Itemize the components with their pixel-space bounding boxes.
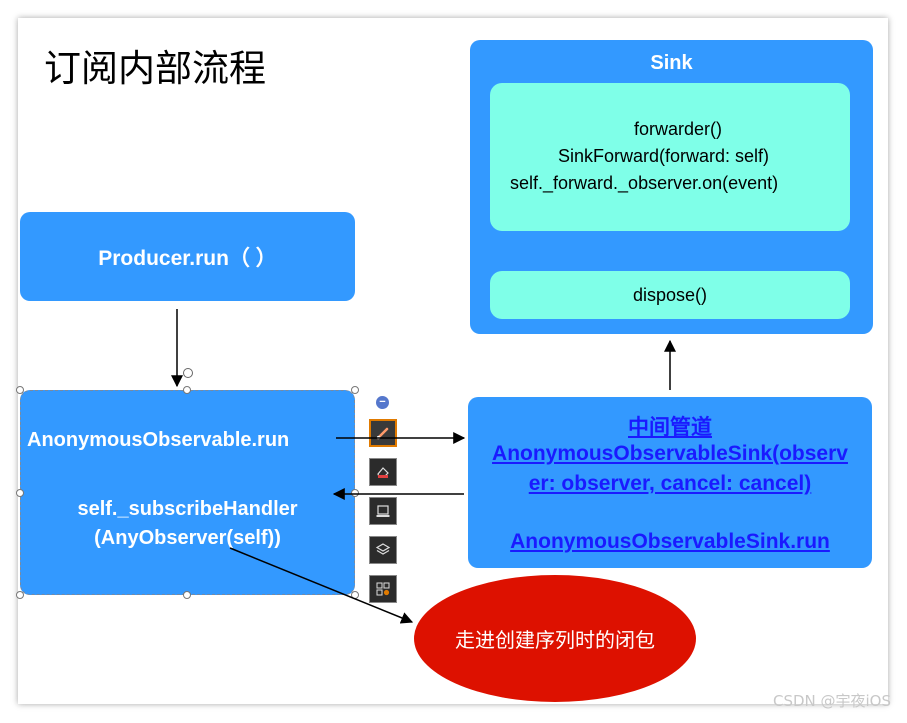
sink-dispose-panel: dispose() [490,271,850,319]
middle-pipe-box[interactable]: 中间管道 AnonymousObservableSink(observ er: … [468,397,872,568]
producer-run-box[interactable]: Producer.run（ ） [20,212,355,301]
sink-box[interactable]: Sink forwarder() SinkForward(forward: se… [470,40,873,334]
sink-line-sinkforward: SinkForward(forward: self) [558,146,770,166]
selection-handle-bm[interactable] [183,591,191,599]
pipe-sink-init-link-line1[interactable]: AnonymousObservableSink(observ [492,442,848,465]
watermark: CSDN @宇夜iOS [772,692,891,710]
brush-icon[interactable] [369,419,397,447]
eraser-icon[interactable] [369,458,397,486]
producer-run-label: Producer.run（ ） [98,246,277,270]
closure-label: 走进创建序列时的闭包 [455,628,655,652]
sink-line-observer-on: self._forward._observer.on(event) [510,173,779,193]
sink-forwarder-panel: forwarder() SinkForward(forward: self) s… [490,83,850,231]
arrow-handler-to-closure [229,547,414,624]
sink-line-forwarder: forwarder() [634,119,723,139]
subscribe-handler-text: self._subscribeHandler (AnyObserver(self… [21,495,354,553]
selection-handle-ml[interactable] [16,489,24,497]
layers-icon[interactable] [369,536,397,564]
anonymous-observable-run-label: AnonymousObservable.run [27,429,290,451]
grid-icon[interactable] [369,575,397,603]
closure-ellipse[interactable]: 走进创建序列时的闭包 [414,575,696,702]
selection-handle-tl[interactable] [16,386,24,394]
pipe-sink-init-link-line2[interactable]: er: observer, cancel: cancel) [528,472,812,495]
laptop-icon[interactable] [369,497,397,525]
selection-handle-tr[interactable] [351,386,359,394]
collapse-toolbar-icon[interactable]: − [376,396,389,409]
subscribe-handler-line1: self._subscribeHandler [77,498,298,520]
pipe-title-link[interactable]: 中间管道 [628,416,712,439]
subscribe-handler-line2: (AnyObserver(self)) [94,527,281,549]
rotate-handle[interactable] [183,368,193,378]
selection-handle-bl[interactable] [16,591,24,599]
selection-handle-mr[interactable] [351,489,359,497]
sink-header: Sink [650,52,693,74]
sink-dispose-label: dispose() [632,284,708,305]
selection-handle-tm[interactable] [183,386,191,394]
page-title: 订阅内部流程 [44,47,266,90]
pipe-sink-run-link[interactable]: AnonymousObservableSink.run [510,530,830,553]
